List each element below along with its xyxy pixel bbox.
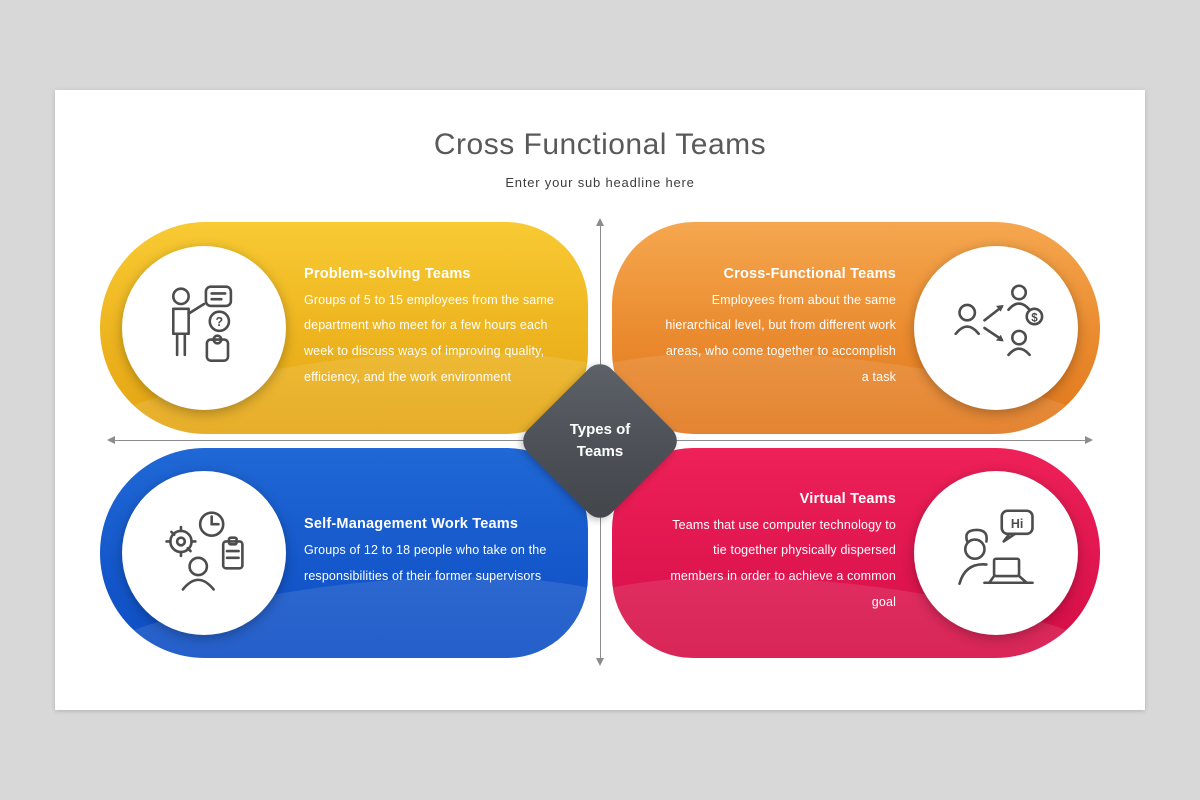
self-management-text-block: Self-Management Work Teams Groups of 12 … <box>304 516 588 589</box>
problem-solving-icon-circle: ? <box>122 246 286 410</box>
svg-text:$: $ <box>1031 312 1038 324</box>
people-exchange-icon: $ <box>948 280 1044 376</box>
quadrant-title: Problem-solving Teams <box>304 265 471 282</box>
quadrant-problem-solving-teams: ? Problem-solving Teams Groups of 5 to 1… <box>100 222 588 434</box>
quadrant-description: Groups of 5 to 15 employees from the sam… <box>304 292 555 384</box>
quadrant-description: Employees from about the same hierarchic… <box>665 292 896 384</box>
quadrant-description: Teams that use computer technology to ti… <box>670 517 896 609</box>
svg-text:Hi: Hi <box>1011 517 1023 531</box>
person-puzzle-icon: ? <box>156 280 252 376</box>
quadrant-title: Cross-Functional Teams <box>723 265 896 282</box>
center-label-line2: Teams <box>576 443 624 460</box>
cross-functional-text-block: Cross-Functional Teams Employees from ab… <box>612 266 896 391</box>
quadrant-cross-functional-teams: $ Cross-Functional Teams Employees from … <box>612 222 1100 434</box>
gear-clock-clipboard-icon <box>156 505 252 601</box>
slide-canvas: Cross Functional Teams Enter your sub he… <box>55 90 1145 710</box>
svg-text:?: ? <box>216 315 224 329</box>
person-laptop-icon: Hi <box>948 505 1044 601</box>
quadrant-virtual-teams: Hi Virtual Teams Teams that use computer… <box>612 448 1100 658</box>
quadrant-title: Virtual Teams <box>799 490 896 507</box>
self-management-icon-circle <box>122 471 286 635</box>
virtual-teams-text-block: Virtual Teams Teams that use computer te… <box>612 491 896 616</box>
quadrant-title: Self-Management Work Teams <box>304 516 519 533</box>
cross-functional-icon-circle: $ <box>914 246 1078 410</box>
quadrant-description: Groups of 12 to 18 people who take on th… <box>304 543 547 583</box>
page-title: Cross Functional Teams <box>433 128 767 161</box>
quadrant-self-management-work-teams: Self-Management Work Teams Groups of 12 … <box>100 448 588 658</box>
page-subtitle: Enter your sub headline here <box>505 175 695 190</box>
center-diamond-label: Types of Teams <box>530 382 670 500</box>
problem-solving-text-block: Problem-solving Teams Groups of 5 to 15 … <box>304 266 588 391</box>
center-label-line1: Types of <box>569 421 631 439</box>
virtual-teams-icon-circle: Hi <box>914 471 1078 635</box>
